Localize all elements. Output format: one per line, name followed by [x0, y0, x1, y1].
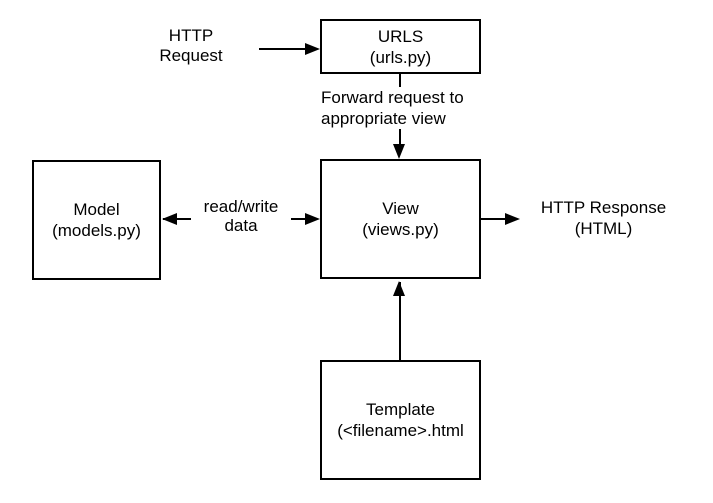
node-model-box: Model (models.py) — [32, 160, 161, 280]
arrow-http-request-to-urls-line — [259, 48, 306, 50]
label-forward-line2: appropriate view — [321, 109, 446, 128]
node-template-box: Template (<filename>.html — [320, 360, 481, 480]
node-view-box: View (views.py) — [320, 159, 481, 279]
arrowhead-right-icon — [305, 213, 320, 225]
node-model-title: Model — [73, 200, 120, 219]
arrow-template-to-view-line — [399, 282, 401, 360]
label-read-write-data: read/write data — [191, 197, 291, 235]
node-urls-subtitle: (urls.py) — [369, 47, 432, 67]
label-read-write-line1: read/write — [203, 197, 279, 216]
arrowhead-left-icon — [162, 213, 177, 225]
label-forward-line1: Forward request to — [321, 88, 464, 107]
label-forward-request: Forward request to appropriate view — [321, 87, 467, 129]
label-http-request-line1: HTTP — [168, 26, 214, 45]
label-http-request-line2: Request — [159, 46, 223, 65]
node-urls-title: URLS — [377, 26, 424, 46]
arrowhead-right-icon — [305, 43, 320, 55]
node-template-subtitle: (<filename>.html — [337, 421, 464, 440]
arrowhead-down-icon — [393, 144, 405, 159]
label-http-response: HTTP Response (HTML) — [523, 197, 684, 239]
node-model-subtitle: (models.py) — [52, 221, 141, 240]
node-view-subtitle: (views.py) — [362, 220, 439, 239]
node-template-title: Template — [366, 400, 435, 419]
arrowhead-up-icon — [393, 281, 405, 296]
label-http-response-line1: HTTP Response — [540, 198, 667, 217]
node-view-title: View — [382, 199, 419, 218]
label-http-response-line2: (HTML) — [574, 219, 633, 238]
arrow-view-to-response-line — [481, 218, 506, 220]
arrowhead-right-icon — [505, 213, 520, 225]
label-http-request: HTTP Request — [141, 26, 241, 66]
node-urls-box: URLS (urls.py) — [320, 19, 481, 74]
label-read-write-line2: data — [224, 216, 258, 235]
